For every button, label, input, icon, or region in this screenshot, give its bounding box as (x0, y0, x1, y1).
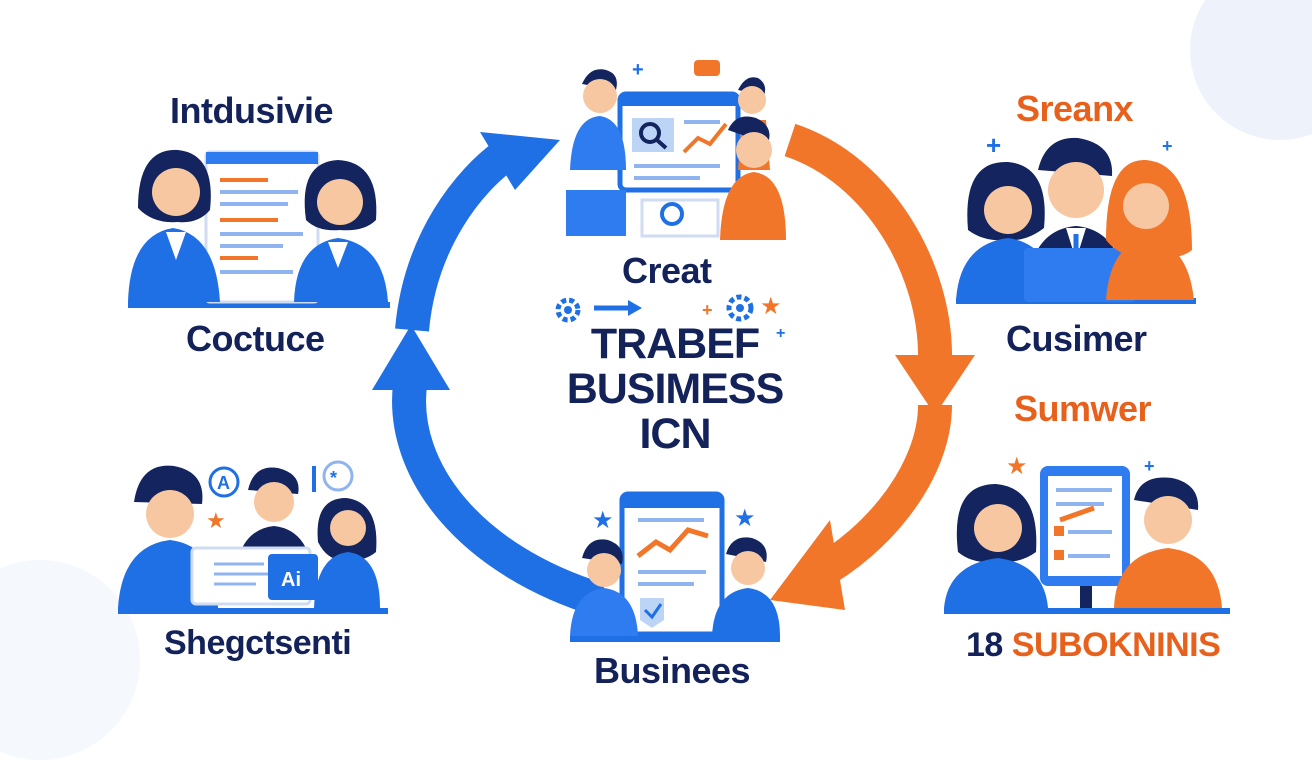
orange-cycle-arrow-right (806, 404, 952, 590)
svg-text:+: + (632, 60, 644, 81)
bottom-center-scene-illustration: ★ ★ (570, 491, 780, 642)
center-decorative-icons: + ★ + (555, 293, 785, 340)
top-center-caption: Creat (622, 250, 712, 291)
orange-arrowhead-bottom (770, 520, 845, 610)
svg-text:+: + (776, 325, 785, 340)
svg-text:★: ★ (1006, 453, 1028, 480)
top-left-caption: Coctuce (186, 318, 325, 359)
svg-text:+: + (1162, 136, 1173, 156)
center-title-line-2: BUSIMESS (566, 365, 785, 413)
top-left-scene-illustration (128, 149, 390, 308)
bottom-left-scene-illustration: A * ★ Ai (118, 460, 388, 614)
bottom-center-caption: Businees (594, 650, 751, 691)
bottom-right-caption: 18 SUBOKNINIS (966, 626, 1221, 665)
blue-cycle-arrow-top-left (395, 141, 516, 332)
svg-text:*: * (330, 468, 337, 488)
right-caption: Cusimer (1006, 318, 1147, 359)
a-badge-icon (208, 466, 240, 498)
svg-text:+: + (702, 300, 713, 320)
right-title-2: Sumwer (1014, 388, 1152, 429)
blue-arrowhead-left (372, 325, 450, 390)
center-title-line-3: ICN (639, 410, 711, 458)
orange-cycle-arrow-top-right (784, 123, 952, 356)
star-icon: ★ (760, 293, 782, 320)
a-badge-label: A (217, 473, 230, 493)
gear-icon (555, 297, 581, 323)
gear-icon (726, 294, 754, 322)
svg-text:★: ★ (592, 507, 614, 534)
top-right-title: Sreanx (1016, 88, 1134, 129)
bottom-right-caption-number: 18 (966, 626, 1003, 664)
top-right-scene-illustration: + + (956, 130, 1196, 304)
tablet-screen (619, 491, 725, 637)
blue-arrowhead-top (480, 132, 560, 190)
ai-badge-label: Ai (281, 569, 301, 591)
bottom-right-caption-text: SUBOKNINIS (1011, 626, 1221, 664)
cycle-arrows (372, 123, 975, 617)
svg-text:★: ★ (206, 508, 226, 533)
svg-text:★: ★ (734, 505, 756, 532)
top-center-scene-illustration: + (566, 60, 786, 240)
blue-cycle-arrow-left (392, 383, 606, 617)
svg-text:+: + (986, 130, 1001, 160)
bottom-right-scene-illustration: ★ + (944, 453, 1230, 614)
orange-arrowhead-right (895, 355, 975, 415)
top-left-title: Intdusivie (170, 90, 334, 131)
arrow-right-icon (594, 300, 642, 316)
center-title-line-1: TRABEF (590, 320, 760, 368)
center-title: TRABEF BUSIMESS ICN (520, 322, 830, 457)
svg-text:+: + (1144, 456, 1155, 476)
bottom-left-caption: Shegctsenti (164, 624, 352, 662)
